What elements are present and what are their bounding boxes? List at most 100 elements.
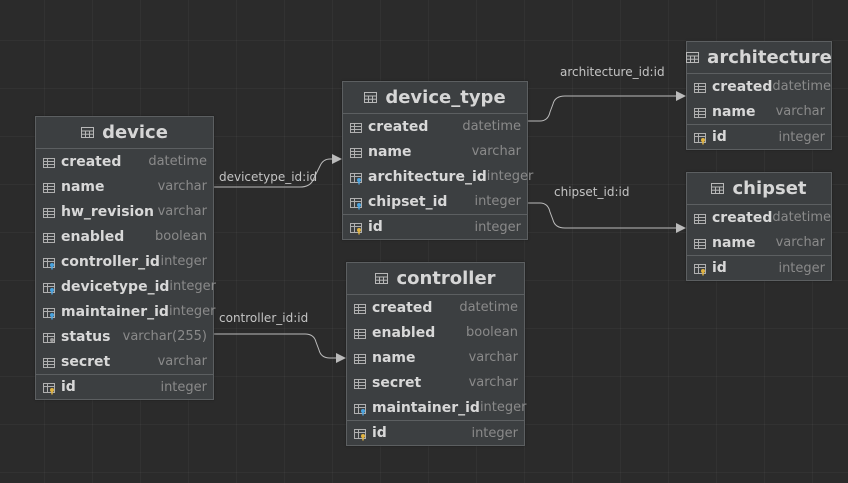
primary-key-row[interactable]: id integer (687, 124, 831, 149)
table-title: chipset (732, 178, 807, 199)
column-type: varchar (471, 144, 521, 159)
column-name: secret (61, 353, 111, 370)
column-name: name (372, 349, 416, 366)
column-type: datetime (148, 154, 207, 169)
column-name: architecture_id (368, 168, 487, 185)
column-name: hw_revision (61, 203, 154, 220)
column-row[interactable]: chipset_id integer (343, 189, 527, 214)
column-type: varchar (775, 235, 825, 250)
table-header[interactable]: device_type (343, 82, 527, 114)
table-title: device_type (385, 87, 506, 108)
status-icon (42, 330, 56, 344)
column-icon (353, 351, 367, 365)
connector-chipset (527, 202, 686, 233)
column-icon (349, 120, 363, 134)
column-type: varchar (468, 350, 518, 365)
column-row[interactable]: name varchar (687, 230, 831, 255)
column-row[interactable]: name varchar (347, 345, 524, 370)
column-type: integer (168, 304, 216, 319)
table-header[interactable]: controller (347, 263, 524, 295)
column-type: varchar (775, 104, 825, 119)
column-icon (693, 80, 707, 94)
column-name: id (712, 129, 727, 145)
foreign-key-icon (42, 280, 56, 294)
column-type: datetime (772, 79, 832, 94)
column-name: controller_id (61, 253, 160, 270)
primary-key-icon (42, 380, 56, 395)
column-row[interactable]: name varchar (687, 99, 831, 124)
table-header[interactable]: architecture (686, 42, 832, 74)
column-type: integer (169, 279, 216, 294)
relation-label-chipset: chipset_id:id (554, 185, 630, 199)
column-icon (693, 236, 707, 250)
column-icon (353, 326, 367, 340)
column-name: id (368, 219, 383, 235)
column-name: created (61, 153, 122, 170)
foreign-key-icon (349, 195, 363, 209)
connector-controller (213, 333, 346, 363)
column-icon (349, 145, 363, 159)
column-type: varchar (468, 375, 518, 390)
column-icon (353, 376, 367, 390)
primary-key-icon (693, 261, 707, 276)
connector-devicetype (213, 154, 342, 188)
column-type: integer (474, 194, 521, 209)
table-icon (81, 123, 95, 142)
column-name: maintainer_id (372, 399, 480, 416)
primary-key-icon (349, 220, 363, 235)
column-type: integer (778, 129, 825, 145)
table-header[interactable]: chipset (687, 173, 831, 205)
primary-key-icon (693, 130, 707, 145)
column-name: enabled (61, 228, 125, 245)
column-type: boolean (466, 325, 518, 340)
table-title: device (102, 122, 168, 143)
table-icon (686, 48, 700, 67)
relation-label-controller: controller_id:id (219, 311, 309, 325)
relation-label-devicetype: devicetype_id:id (219, 170, 318, 184)
column-name: created (368, 118, 429, 135)
column-row[interactable]: created datetime (36, 149, 213, 174)
column-type: datetime (772, 210, 832, 225)
column-name: chipset_id (368, 193, 448, 210)
column-name: name (712, 103, 756, 120)
column-icon (693, 105, 707, 119)
column-icon (353, 301, 367, 315)
column-icon (42, 355, 56, 369)
column-name: id (712, 260, 727, 276)
column-type: varchar(255) (122, 329, 207, 344)
column-type: varchar (157, 179, 207, 194)
table-header[interactable]: device (36, 117, 213, 149)
column-type: varchar (157, 204, 207, 219)
column-name: created (712, 209, 773, 226)
foreign-key-icon (42, 255, 56, 269)
column-name: created (712, 78, 773, 95)
column-type: datetime (459, 300, 518, 315)
column-name: name (712, 234, 756, 251)
